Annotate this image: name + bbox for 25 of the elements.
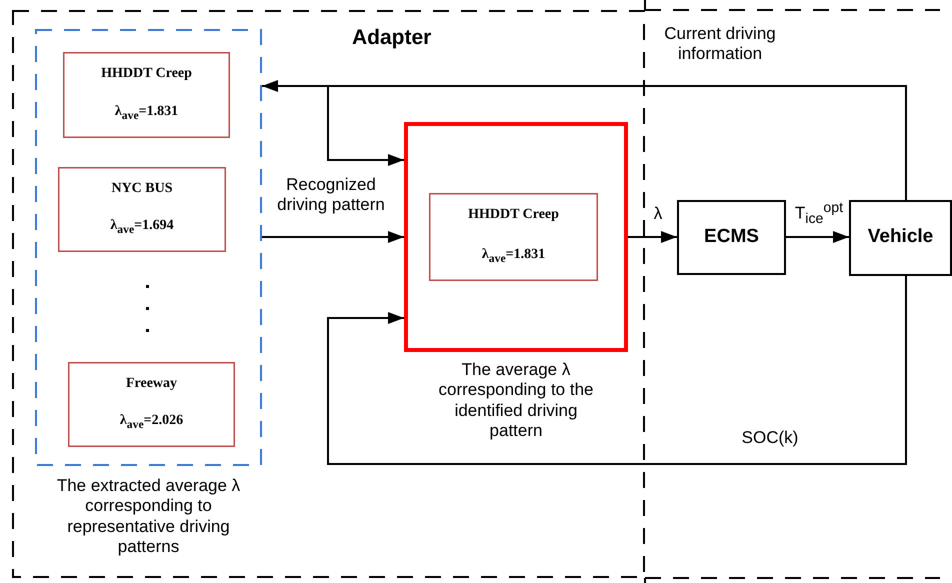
frame-title: Adapter (352, 26, 432, 50)
adapter-frame (12, 10, 645, 578)
pattern-name: Freeway (124, 376, 178, 392)
pattern-box (429, 193, 598, 281)
process-box (849, 200, 952, 276)
arrow (628, 231, 677, 243)
box-label: ECMS (703, 226, 760, 248)
lambda-value: λ$_{ave}$=1.831 (114, 104, 180, 122)
group-caption: The extracted average λ corresponding to representative driving patterns (56, 476, 242, 558)
pattern-name: NYC BUS (110, 181, 174, 197)
pattern-name: HHDDT Creep (467, 207, 560, 223)
adapter-output-box (404, 122, 628, 352)
pattern-name: HHDDT Creep (100, 66, 193, 82)
box-caption: The average λ corresponding to the identified driving pattern (438, 360, 594, 442)
arrow (327, 276, 907, 465)
lambda-value: λ$_{ave}$=1.831 (480, 247, 546, 265)
arrow (786, 231, 849, 243)
pattern-box (58, 167, 226, 252)
process-box (677, 200, 786, 275)
arrow (262, 231, 404, 243)
box-label: Vehicle (866, 226, 934, 248)
pattern-box (68, 362, 235, 447)
lambda-value: λ$_{ave}$=1.694 (109, 218, 175, 236)
pattern-box (63, 52, 230, 138)
lambda-value: λ$_{ave}$=2.026 (118, 413, 184, 431)
